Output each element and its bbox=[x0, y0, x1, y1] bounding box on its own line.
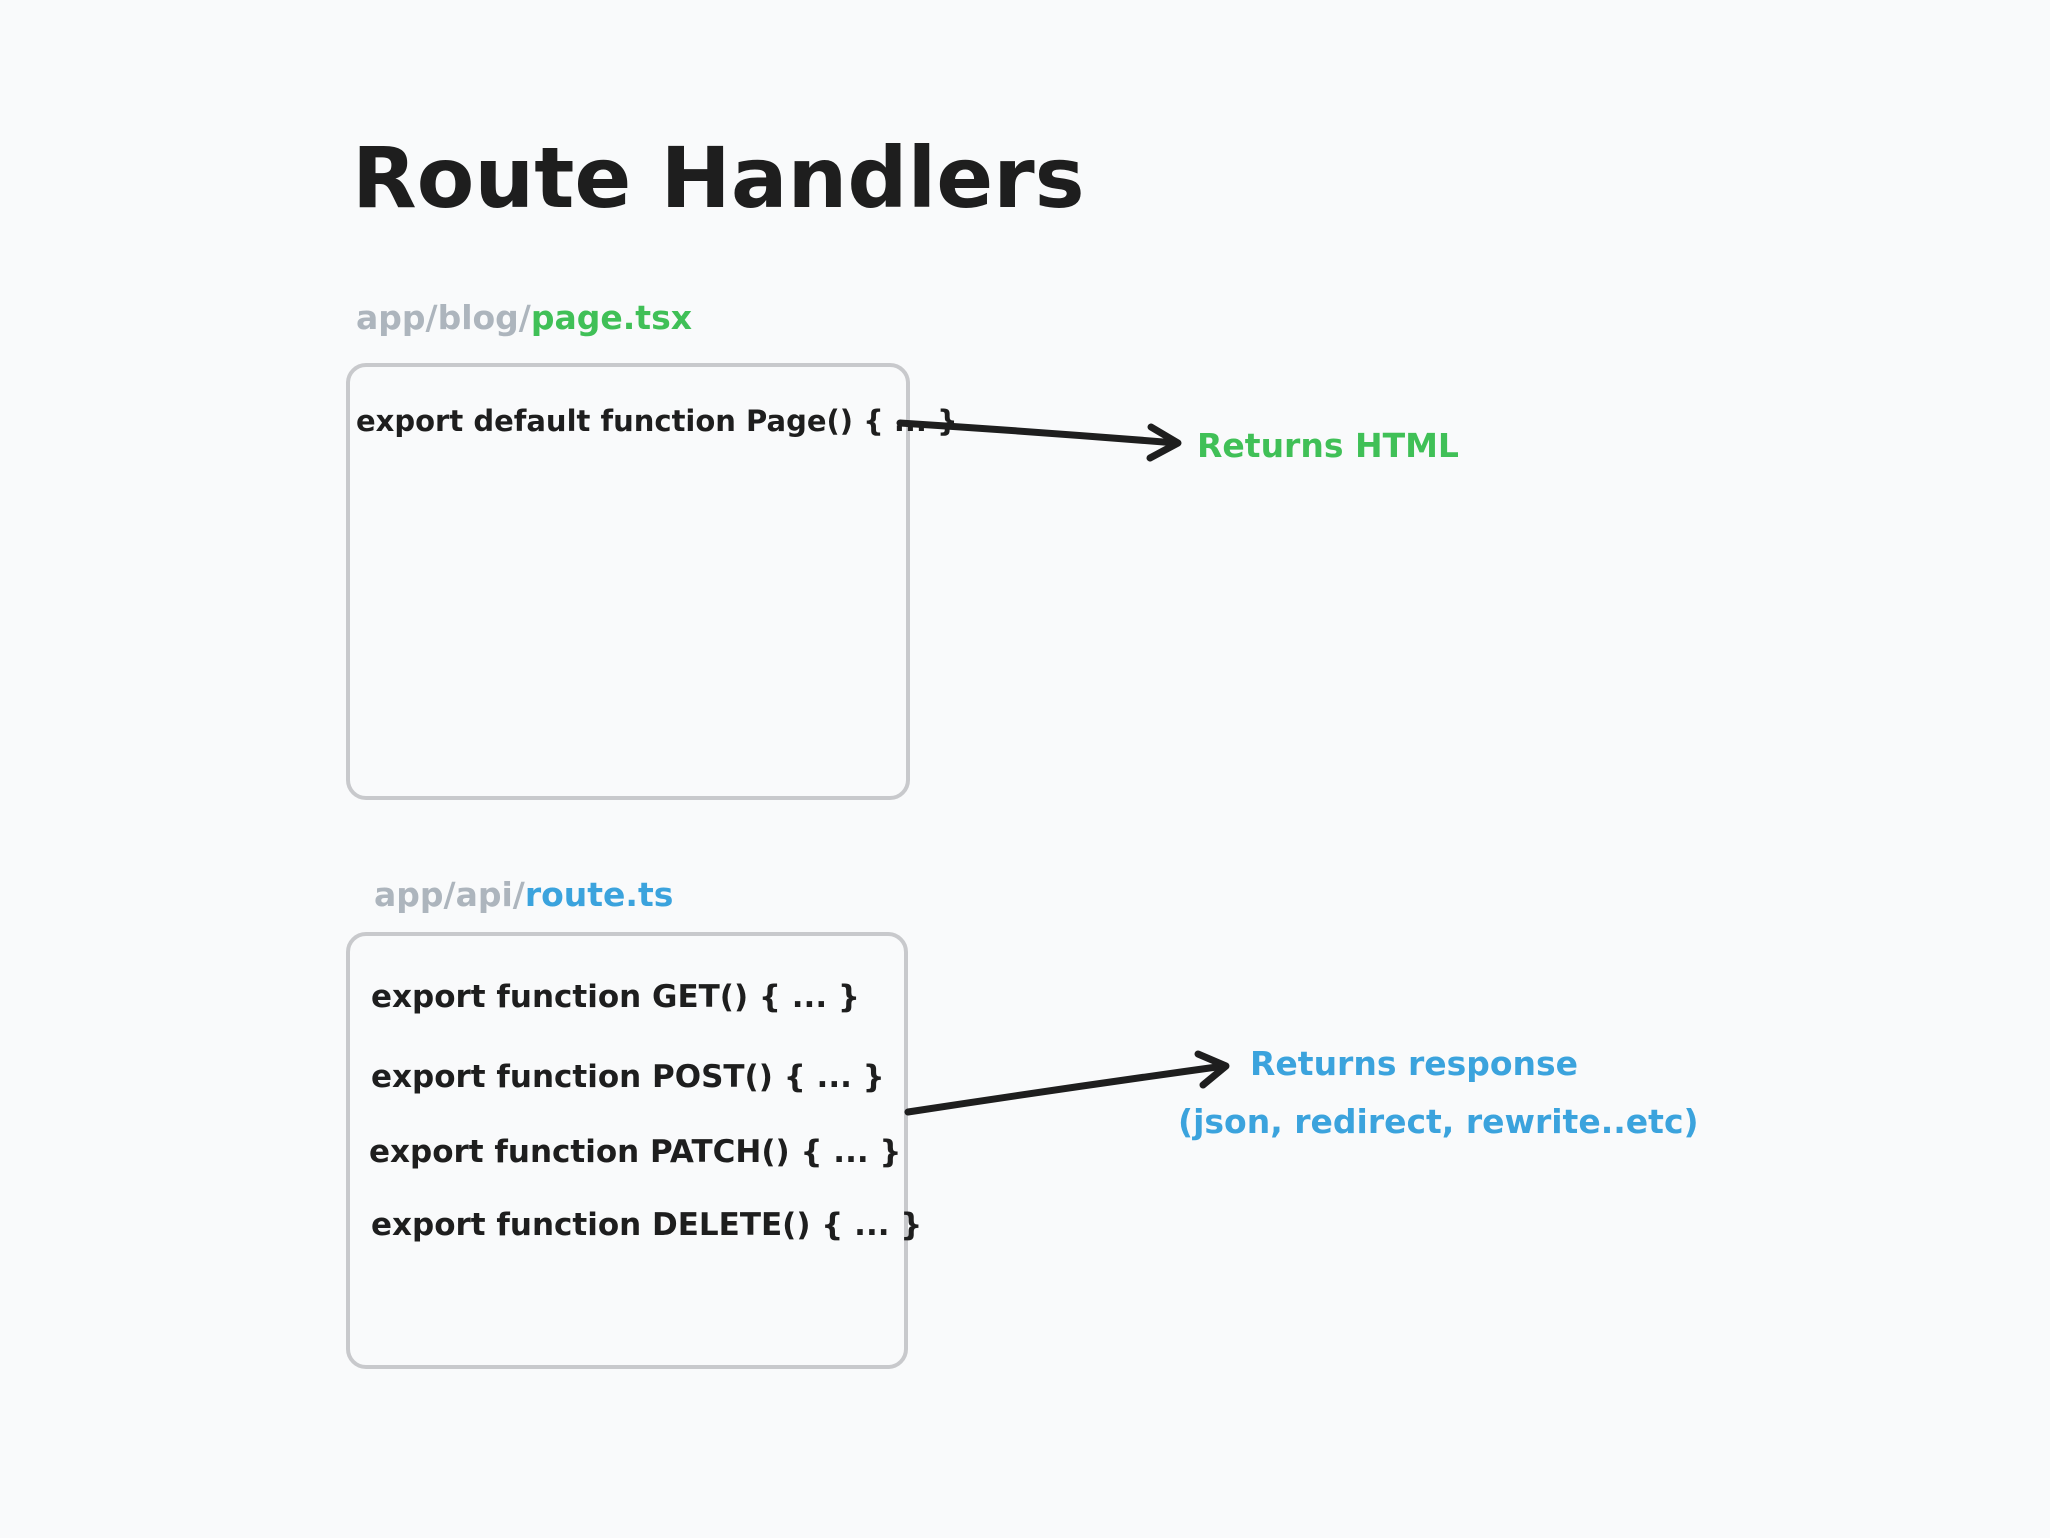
page-returns-note: Returns HTML bbox=[1197, 426, 1459, 465]
diagram-title: Route Handlers bbox=[352, 129, 1085, 227]
route-path-file: route.ts bbox=[524, 875, 674, 914]
page-file-box bbox=[346, 363, 910, 800]
page-path-file: page.tsx bbox=[530, 298, 692, 337]
page-code-line: export default function Page() { ... } bbox=[356, 404, 958, 438]
route-code-line-get: export function GET() { ... } bbox=[371, 979, 860, 1015]
route-returns-note: Returns response bbox=[1250, 1044, 1579, 1083]
route-code-line-patch: export function PATCH() { ... } bbox=[369, 1134, 902, 1170]
route-returns-detail: (json, redirect, rewrite..etc) bbox=[1178, 1102, 1699, 1141]
route-code-line-delete: export function DELETE() { ... } bbox=[371, 1207, 923, 1243]
route-code-line-post: export function POST() { ... } bbox=[371, 1059, 885, 1095]
route-path-dir: app/api/ bbox=[374, 875, 525, 914]
route-file-box bbox=[346, 932, 908, 1369]
route-file-path: app/api/route.ts bbox=[374, 875, 673, 915]
page-to-html-arrow bbox=[896, 419, 1182, 462]
route-to-response-arrow bbox=[904, 1050, 1230, 1116]
page-path-dir: app/blog/ bbox=[356, 298, 531, 337]
page-file-path: app/blog/page.tsx bbox=[356, 298, 692, 338]
